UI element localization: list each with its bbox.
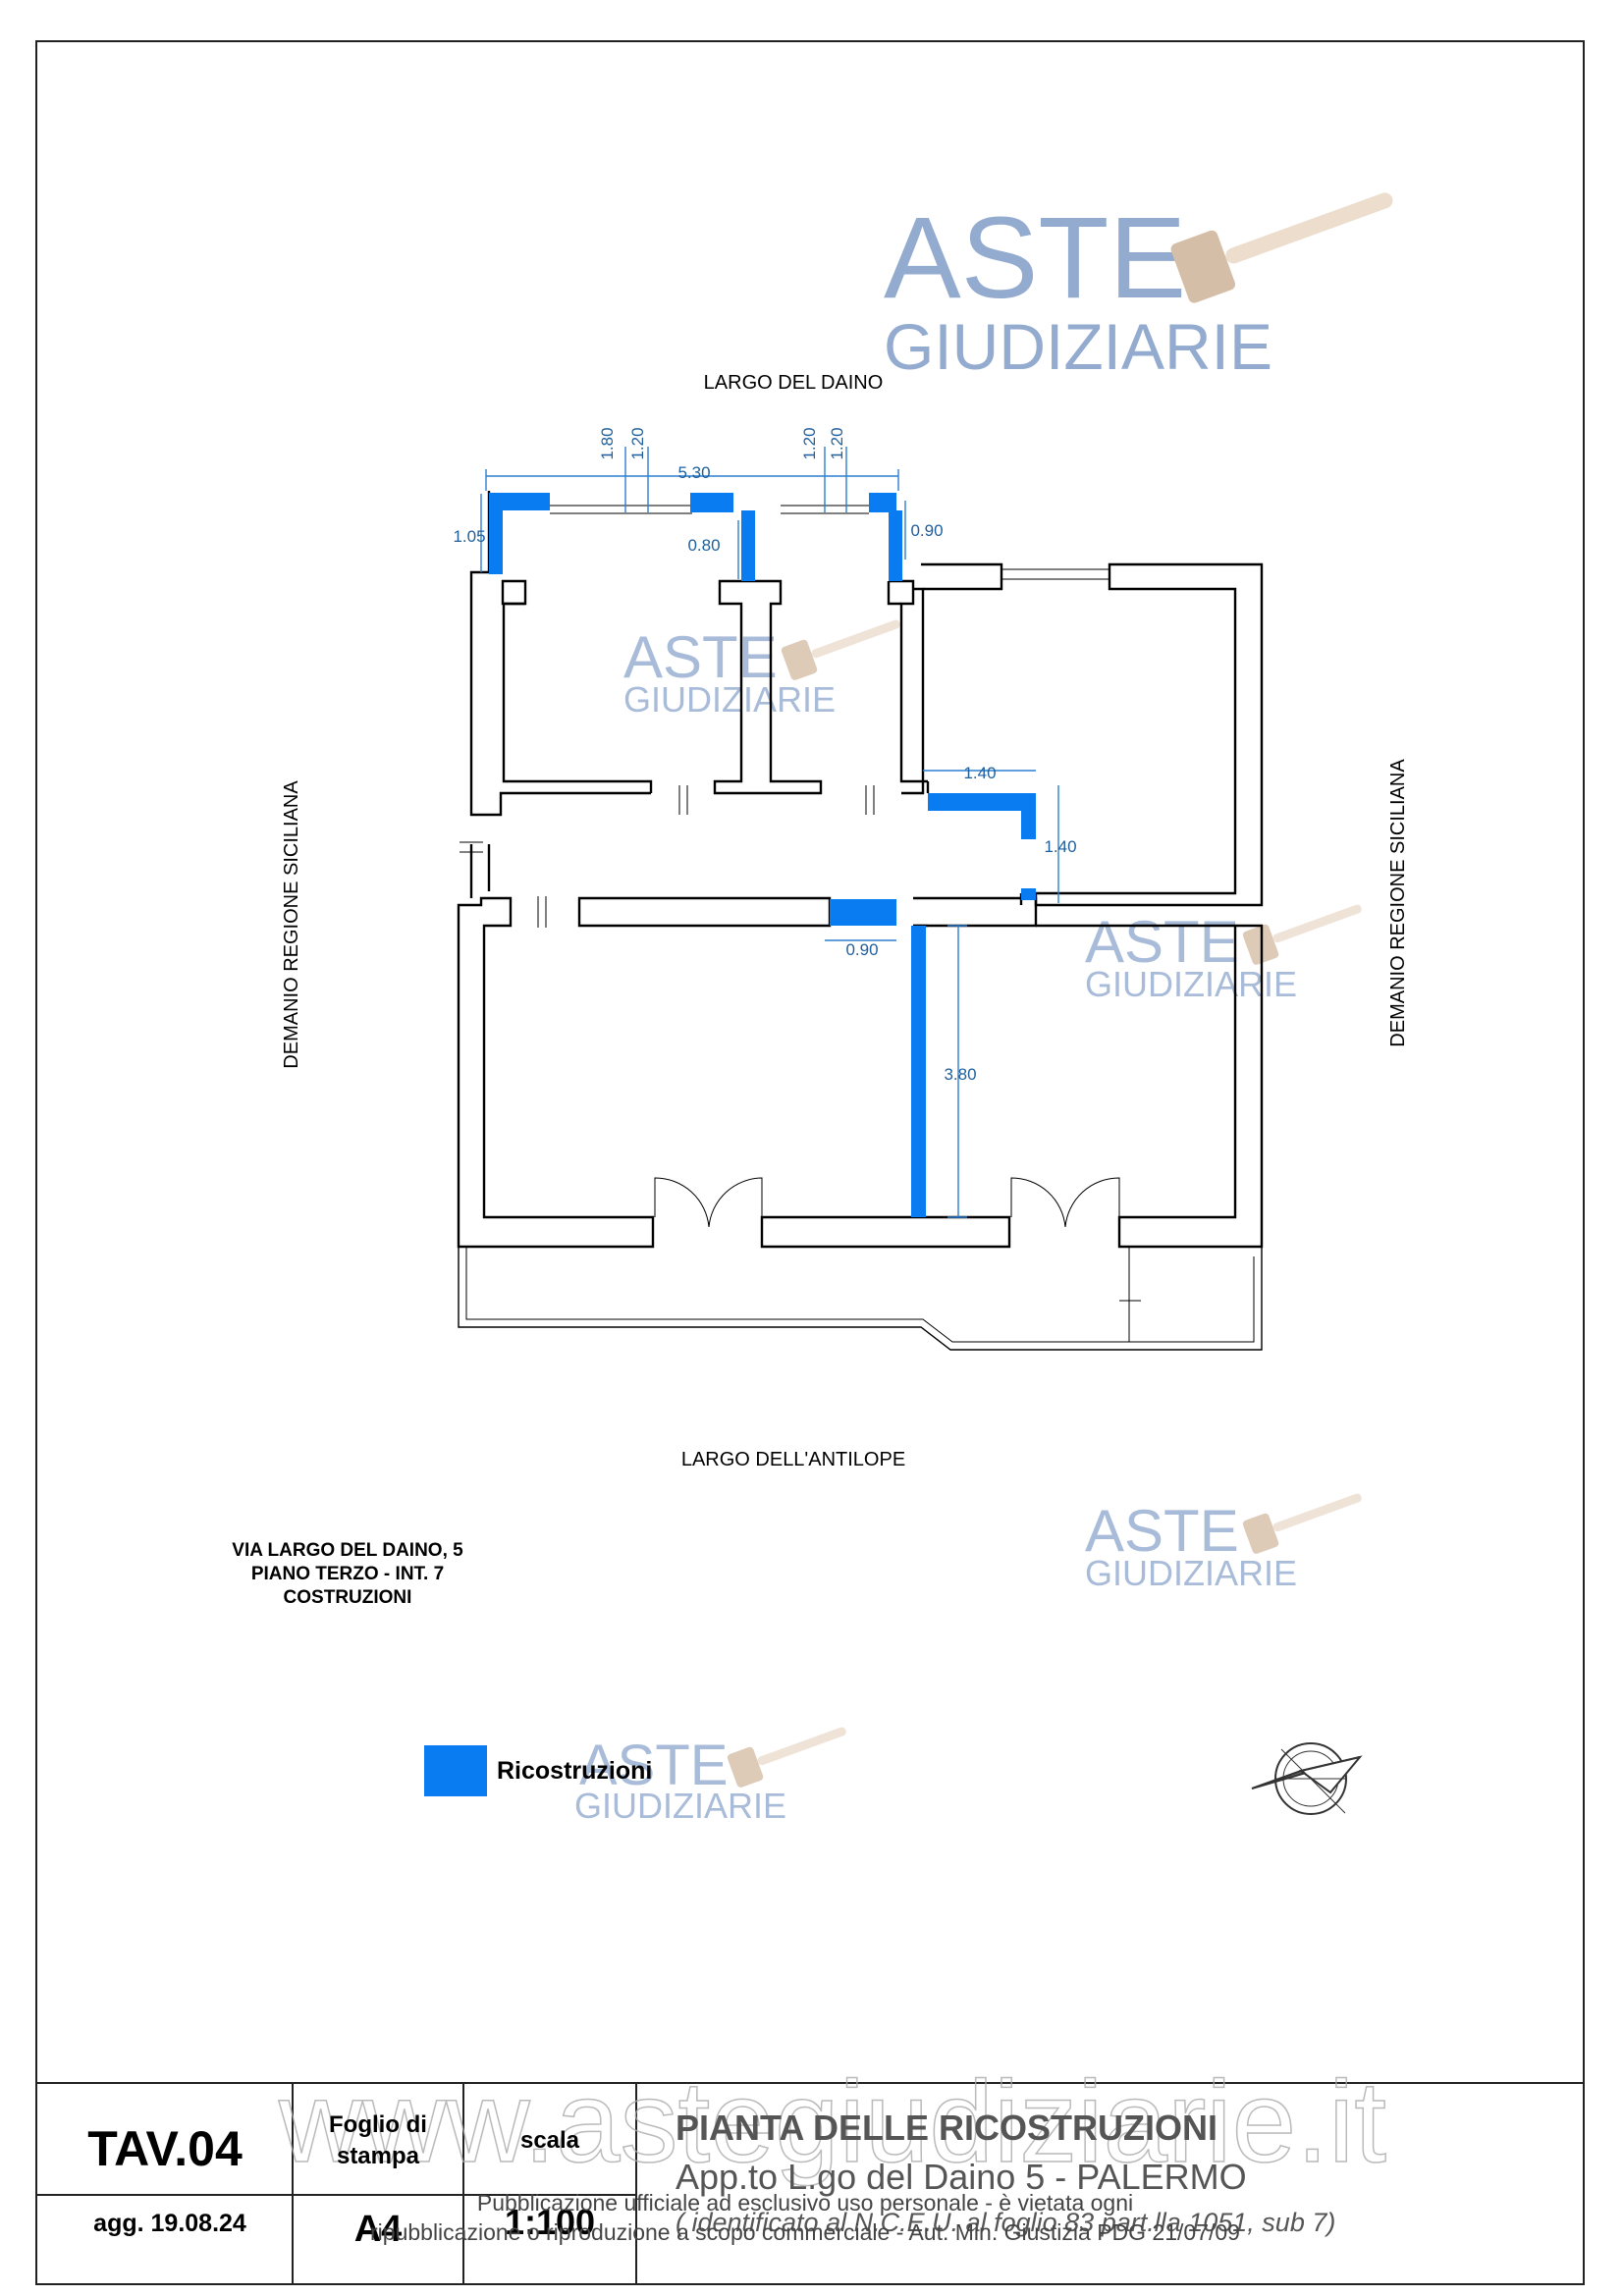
balcony-inner bbox=[465, 1247, 1255, 1343]
wall-right-divider bbox=[901, 587, 925, 795]
recon-mid-stub bbox=[741, 510, 755, 581]
dim-left-return: 1.05 bbox=[453, 527, 485, 546]
paper-value: A4 bbox=[354, 2209, 403, 2250]
wall-corridor-bottom-2 bbox=[913, 896, 1038, 928]
dim-partition: 3.80 bbox=[944, 1065, 976, 1084]
watermark-brand-line2: GIUDIZIARIE bbox=[574, 1786, 786, 1826]
watermark-logo-legend: ASTE GIUDIZIARIE bbox=[574, 1727, 846, 1826]
gavel-icon bbox=[1242, 1493, 1362, 1554]
dim-door-gap: 0.90 bbox=[845, 940, 878, 959]
door-left-swing bbox=[654, 1177, 763, 1228]
paper-label-line1: Foglio di bbox=[329, 2111, 427, 2138]
watermark-logo-top: ASTE GIUDIZIARIE bbox=[884, 192, 1393, 383]
dim-right-return: 0.90 bbox=[910, 521, 943, 540]
wall-right-small-room-outer bbox=[887, 581, 901, 606]
recon-door-block bbox=[830, 899, 896, 926]
dimension-lines bbox=[480, 447, 1059, 1218]
sheet-number: TAV.04 bbox=[87, 2121, 243, 2176]
wall-mid-stub bbox=[713, 579, 823, 795]
window-top-3 bbox=[1001, 568, 1109, 580]
title-block bbox=[36, 2082, 1584, 2284]
recon-corridor-h bbox=[928, 793, 1036, 811]
wall-left-room-inner bbox=[502, 602, 653, 793]
dim-window1-b: 1.20 bbox=[628, 427, 647, 459]
scale-label: scala bbox=[520, 2127, 580, 2154]
bottom-street-label: LARGO DELL'ANTILOPE bbox=[681, 1449, 905, 1470]
watermark-brand-line2: GIUDIZIARIE bbox=[623, 679, 836, 720]
sheet-border bbox=[35, 40, 1585, 2285]
revision-date: agg. 19.08.24 bbox=[93, 2210, 246, 2237]
watermark-brand-line1: ASTE bbox=[623, 624, 778, 690]
dim-window1-a: 1.80 bbox=[598, 427, 617, 459]
publication-notice-line2: ripubblicazione o riproduzione a scopo c… bbox=[370, 2219, 1240, 2245]
recon-top-right bbox=[869, 493, 896, 512]
paper-label-line2: stampa bbox=[337, 2143, 420, 2169]
wall-top-right-outer bbox=[921, 562, 1003, 591]
address-block: VIA LARGO DEL DAINO, 5 PIANO TERZO - INT… bbox=[232, 1540, 463, 1608]
door-ticks-corridor bbox=[460, 785, 875, 928]
dim-top-total: 5.30 bbox=[677, 463, 710, 482]
drawing-title: PIANTA DELLE RICOSTRUZIONI bbox=[676, 2108, 1217, 2148]
reconstructions bbox=[489, 493, 1036, 1217]
right-side-label: DEMANIO REGIONE SICILIANA bbox=[1387, 759, 1409, 1047]
balcony-outline bbox=[458, 1247, 1263, 1351]
watermark-brand-line2: GIUDIZIARIE bbox=[884, 310, 1272, 383]
recon-partition bbox=[911, 926, 926, 1217]
recon-corridor-v bbox=[1021, 793, 1036, 839]
dim-corridor-vertical: 1.40 bbox=[1044, 837, 1076, 856]
dimension-labels: 5.30 1.80 1.20 1.20 1.20 1.05 0.80 0.90 … bbox=[453, 427, 1076, 1084]
wall-corridor-left bbox=[469, 844, 491, 898]
dim-mid-stub: 0.80 bbox=[687, 536, 720, 555]
watermark-logo-right: ASTE GIUDIZIARIE bbox=[1085, 904, 1362, 1004]
legend-label: Ricostruzioni bbox=[497, 1757, 652, 1785]
gavel-icon bbox=[1170, 192, 1393, 303]
address-line-3: COSTRUZIONI bbox=[284, 1587, 412, 1608]
legend-swatch bbox=[424, 1745, 487, 1796]
wall-lower-bottom-mid bbox=[760, 1215, 1011, 1249]
watermark-brand-line1: ASTE bbox=[884, 193, 1186, 323]
wall-lower-bottom-right bbox=[1117, 924, 1264, 1249]
left-side-label: DEMANIO REGIONE SICILIANA bbox=[281, 780, 302, 1069]
watermark-brand-line1: ASTE bbox=[1085, 1498, 1239, 1564]
watermark-brand-line1: ASTE bbox=[579, 1734, 729, 1797]
scale-value: 1:100 bbox=[505, 2202, 595, 2242]
cadastral-reference: ( identificato al N.C.E.U. al foglio 83 … bbox=[676, 2208, 1335, 2237]
gavel-icon bbox=[781, 619, 900, 680]
top-street-label: LARGO DEL DAINO bbox=[704, 372, 884, 394]
window-top-1 bbox=[550, 505, 692, 514]
balcony-divider bbox=[1119, 1247, 1141, 1342]
north-arrow-icon bbox=[1251, 1742, 1363, 1815]
dim-window2-a: 1.20 bbox=[800, 427, 819, 459]
wall-lower-outer bbox=[457, 896, 655, 1249]
dim-corridor-horizontal: 1.40 bbox=[963, 764, 996, 782]
floor-plan bbox=[457, 491, 1264, 1351]
recon-top-left bbox=[489, 493, 550, 510]
wall-top-left-room-inner bbox=[501, 579, 527, 606]
recon-top-left-vertical bbox=[489, 493, 503, 574]
recon-corridor-v-2 bbox=[1021, 888, 1036, 900]
watermark-brand-line2: GIUDIZIARIE bbox=[1085, 964, 1297, 1004]
publication-notice-line1: Pubblicazione ufficiale ad esclusivo uso… bbox=[477, 2190, 1133, 2216]
watermark-logo-center: ASTE GIUDIZIARIE bbox=[623, 619, 900, 720]
address-line-1: VIA LARGO DEL DAINO, 5 bbox=[232, 1540, 463, 1561]
watermark-url: www.astegiudiziarie.it bbox=[278, 2057, 1386, 2187]
wall-right-small-room bbox=[889, 579, 928, 783]
watermark-brand-line1: ASTE bbox=[1085, 909, 1239, 975]
drawing-subtitle: App.to L.go del Daino 5 - PALERMO bbox=[676, 2157, 1247, 2197]
recon-top-right-vertical bbox=[889, 510, 902, 581]
address-line-2: PIANO TERZO - INT. 7 bbox=[251, 1564, 444, 1584]
gavel-icon bbox=[727, 1727, 846, 1788]
watermark-logo-lower-right: ASTE GIUDIZIARIE bbox=[1085, 1493, 1362, 1593]
wall-corridor-bottom bbox=[577, 896, 832, 928]
recon-top-mid bbox=[690, 493, 733, 512]
watermark-brand-line2: GIUDIZIARIE bbox=[1085, 1553, 1297, 1593]
door-right-swing bbox=[1010, 1177, 1120, 1228]
dim-window2-b: 1.20 bbox=[828, 427, 846, 459]
